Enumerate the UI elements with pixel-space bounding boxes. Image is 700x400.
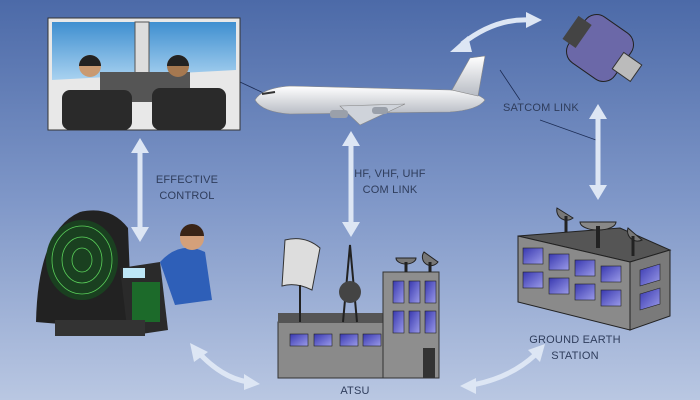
ground-earth-station-line-2: STATION [551, 350, 599, 362]
ground-earth-station-label: GROUND EARTH STATION [520, 332, 630, 364]
ground-earth-station-line-1: GROUND EARTH [529, 334, 621, 346]
satellite-illustration [562, 14, 643, 83]
effective-control-line-1: EFFECTIVE [155, 174, 219, 186]
ground-earth-station-illustration [517, 207, 672, 331]
effective-control-label: EFFECTIVE CONTROL [142, 172, 232, 204]
com-link-label: HF, VHF, UHF COM LINK [350, 166, 430, 198]
air-traffic-controller-illustration [36, 210, 212, 336]
satcom-ground-arrow [589, 104, 607, 200]
aircraft-illustration [254, 55, 486, 126]
effective-control-line-2: CONTROL [159, 190, 215, 202]
atsu-ground-arrow [460, 344, 545, 394]
cockpit-illustration [47, 17, 241, 131]
atsu-label: ATSU [340, 385, 370, 397]
satcom-aircraft-arrow [450, 12, 542, 52]
com-link-arrow [342, 131, 360, 237]
controller-atsu-arrow [190, 343, 260, 390]
effective-control-arrow [131, 138, 149, 242]
link-arrows [131, 12, 607, 394]
atsu-building-illustration [277, 238, 440, 379]
com-link-line-2: COM LINK [362, 184, 418, 196]
satcom-link-label: SATCOM LINK [503, 102, 579, 114]
com-link-line-1: HF, VHF, UHF [354, 168, 426, 180]
